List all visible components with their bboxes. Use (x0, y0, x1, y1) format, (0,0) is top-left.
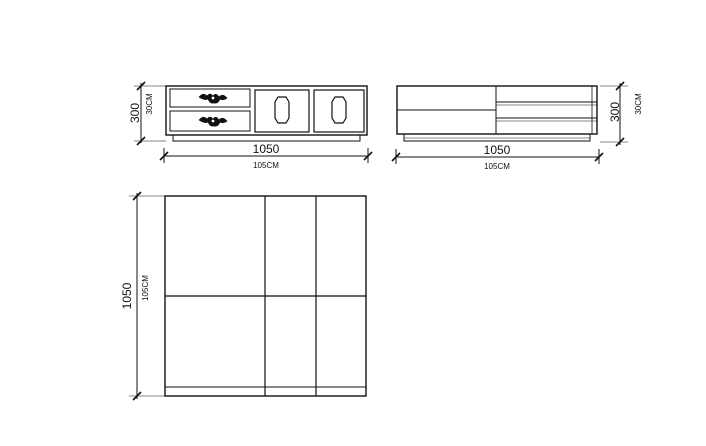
side-width-cm-label: 105CM (484, 162, 510, 171)
front-plinth (172, 134, 361, 142)
top-view: 1050 105CM (120, 191, 367, 401)
side-width-mm-label: 1050 (484, 143, 511, 157)
front-height-mm-label: 300 (128, 103, 142, 123)
side-plinth (403, 133, 591, 142)
front-width-mm-label: 1050 (253, 142, 280, 156)
side-width-dimension: 1050 105CM (391, 143, 604, 171)
front-height-dimension: 300 30CM (128, 81, 166, 146)
front-view: 1050 105CM 300 30CM (128, 81, 373, 170)
front-drawer-top (169, 88, 251, 108)
drawer-handle-top-icon (198, 93, 228, 104)
front-drawer-bottom (169, 110, 251, 132)
side-height-mm-label: 300 (608, 102, 622, 122)
side-height-cm-label: 30CM (634, 93, 643, 115)
door-handle-right-icon (331, 96, 347, 124)
side-view: 1050 105CM 300 30CM (391, 81, 643, 171)
door-handle-left-icon (274, 96, 290, 124)
front-width-dimension: 1050 105CM (159, 142, 373, 170)
front-door-right (313, 89, 365, 133)
top-depth-mm-label: 1050 (120, 282, 134, 309)
front-width-cm-label: 105CM (253, 161, 279, 170)
front-door-left (254, 89, 310, 133)
front-height-cm-label: 30CM (145, 93, 154, 115)
side-height-dimension: 300 30CM (600, 81, 643, 147)
drawer-handle-bottom-icon (198, 116, 228, 127)
top-depth-cm-label: 105CM (141, 275, 150, 301)
top-depth-dimension: 1050 105CM (120, 191, 165, 401)
